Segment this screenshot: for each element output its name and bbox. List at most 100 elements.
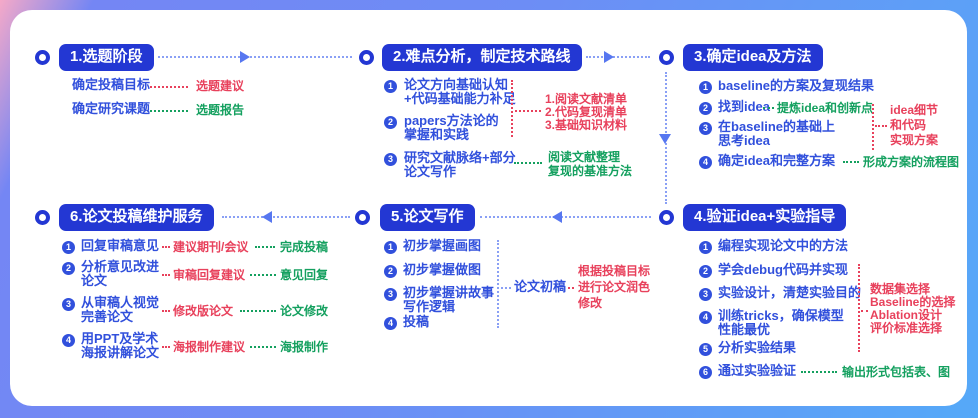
red-dash-vline bbox=[511, 80, 513, 137]
item-text: 初步掌握讲故事 bbox=[403, 285, 495, 300]
green-dash-connector bbox=[763, 107, 774, 109]
step-number-icon: 1 bbox=[384, 80, 397, 93]
node-circle-icon bbox=[35, 210, 50, 225]
red-dash-connector bbox=[150, 86, 188, 88]
green-dash-connector bbox=[801, 371, 837, 373]
item-text: 海报讲解论文 bbox=[81, 345, 160, 360]
item-text: 回复审稿意见 bbox=[81, 238, 160, 253]
node-circle-icon bbox=[35, 50, 50, 65]
red-note: 审稿回复建议 bbox=[173, 268, 246, 282]
item-text: 分析实验结果 bbox=[718, 340, 797, 355]
node-circle-icon bbox=[659, 50, 674, 65]
blue-dash-connector bbox=[501, 287, 511, 289]
item-text: 论文 bbox=[81, 273, 108, 288]
step-number-icon: 6 bbox=[699, 366, 712, 379]
red-dash-connector bbox=[162, 346, 170, 348]
item-text: 通过实验验证 bbox=[718, 363, 797, 378]
node-circle-icon bbox=[659, 210, 674, 225]
dotted-connector-4-5 bbox=[480, 216, 651, 218]
green-note: 输出形式包括表、图 bbox=[842, 365, 951, 379]
node-circle-icon bbox=[355, 210, 370, 225]
green-dash-connector bbox=[255, 246, 275, 248]
item-text: 初步掌握画图 bbox=[403, 238, 482, 253]
green-note: 完成投稿 bbox=[280, 240, 329, 254]
red-note: 海报制作建议 bbox=[173, 340, 246, 354]
green-dash-connector bbox=[150, 110, 188, 112]
green-dash-connector bbox=[843, 161, 859, 163]
red-dash-connector bbox=[162, 274, 170, 276]
item-text: +代码基础能力补足 bbox=[404, 91, 516, 106]
stage-1-row-label: 确定投稿目标 bbox=[72, 77, 151, 92]
green-note: 形成方案的流程图 bbox=[863, 155, 960, 169]
item-text: 分析意见改进 bbox=[81, 259, 160, 274]
item-text: 用PPT及学术 bbox=[81, 331, 159, 346]
arrow-left-icon bbox=[552, 211, 562, 223]
item-text: papers方法论的 bbox=[404, 113, 499, 128]
red-dash-connector bbox=[875, 125, 887, 127]
item-text: 学会debug代码并实现 bbox=[718, 262, 848, 277]
red-note: 修改 bbox=[578, 296, 603, 310]
stage-1-row-label: 确定研究课题 bbox=[72, 101, 151, 116]
step-number-icon: 3 bbox=[62, 298, 75, 311]
item-text: 确定idea和完整方案 bbox=[718, 153, 836, 168]
step-number-icon: 1 bbox=[384, 241, 397, 254]
stage-5-title: 5.论文写作 bbox=[380, 204, 475, 231]
green-note: 提炼idea和创新点 bbox=[777, 101, 874, 115]
green-note: 意见回复 bbox=[280, 268, 329, 282]
step-number-icon: 1 bbox=[699, 241, 712, 254]
red-dash-vline bbox=[872, 104, 874, 150]
red-note: 评价标准选择 bbox=[870, 321, 943, 335]
green-note: 阅读文献整理 bbox=[548, 150, 621, 164]
step-number-icon: 1 bbox=[699, 81, 712, 94]
item-text: 编程实现论文中的方法 bbox=[718, 238, 849, 253]
item-text: 论文写作 bbox=[404, 164, 457, 179]
step-number-icon: 3 bbox=[699, 122, 712, 135]
red-dash-connector bbox=[861, 310, 868, 312]
step-number-icon: 5 bbox=[699, 343, 712, 356]
step-number-icon: 2 bbox=[699, 102, 712, 115]
item-text: 在baseline的基础上 bbox=[718, 119, 836, 134]
red-dash-connector bbox=[162, 246, 170, 248]
red-note: 1.阅读文献清单 bbox=[545, 92, 628, 106]
red-note: 2.代码复现清单 bbox=[545, 105, 628, 119]
green-note: 海报制作 bbox=[280, 340, 329, 354]
item-text: 掌握和实践 bbox=[404, 127, 470, 142]
red-dash-connector bbox=[515, 110, 541, 112]
item-text: 找到idea bbox=[718, 99, 771, 114]
stage-1-row-note: 选题报告 bbox=[196, 103, 245, 117]
step-number-icon: 4 bbox=[699, 156, 712, 169]
stage-4-title: 4.验证idea+实验指导 bbox=[683, 204, 847, 231]
step-number-icon: 2 bbox=[62, 262, 75, 275]
green-dash-connector bbox=[250, 274, 276, 276]
green-dash-connector bbox=[514, 162, 542, 164]
step-number-icon: 3 bbox=[384, 153, 397, 166]
red-note: Baseline的选择 bbox=[870, 295, 956, 309]
red-note: Ablation设计 bbox=[870, 308, 942, 322]
step-number-icon: 2 bbox=[699, 265, 712, 278]
step-number-icon: 2 bbox=[384, 116, 397, 129]
arrow-right-icon bbox=[240, 51, 250, 63]
blue-dash-vline bbox=[497, 240, 499, 328]
step-number-icon: 2 bbox=[384, 265, 397, 278]
arrow-down-icon bbox=[659, 134, 671, 144]
step-number-icon: 4 bbox=[62, 334, 75, 347]
item-text: 性能最优 bbox=[718, 322, 771, 337]
stage-2-title: 2.难点分析，制定技术路线 bbox=[382, 44, 582, 71]
item-text: 写作逻辑 bbox=[403, 299, 456, 314]
red-note: 根据投稿目标 bbox=[578, 264, 651, 278]
green-dash-connector bbox=[240, 310, 276, 312]
item-text: 完善论文 bbox=[81, 309, 134, 324]
step-number-icon: 4 bbox=[384, 317, 397, 330]
item-text: 投稿 bbox=[403, 314, 430, 329]
red-note: 3.基础知识材料 bbox=[545, 118, 628, 132]
step-number-icon: 1 bbox=[62, 241, 75, 254]
item-text: 论文方向基础认知 bbox=[404, 77, 509, 92]
stage-1-title: 1.选题阶段 bbox=[59, 44, 154, 71]
step-number-icon: 4 bbox=[699, 311, 712, 324]
item-text: 思考idea bbox=[718, 133, 771, 148]
red-note: 数据集选择 bbox=[870, 282, 931, 296]
dotted-connector-5-6 bbox=[222, 216, 350, 218]
item-text: 研究文献脉络+部分 bbox=[404, 150, 516, 165]
red-note: 修改版论文 bbox=[173, 304, 234, 318]
green-dash-connector bbox=[250, 346, 276, 348]
